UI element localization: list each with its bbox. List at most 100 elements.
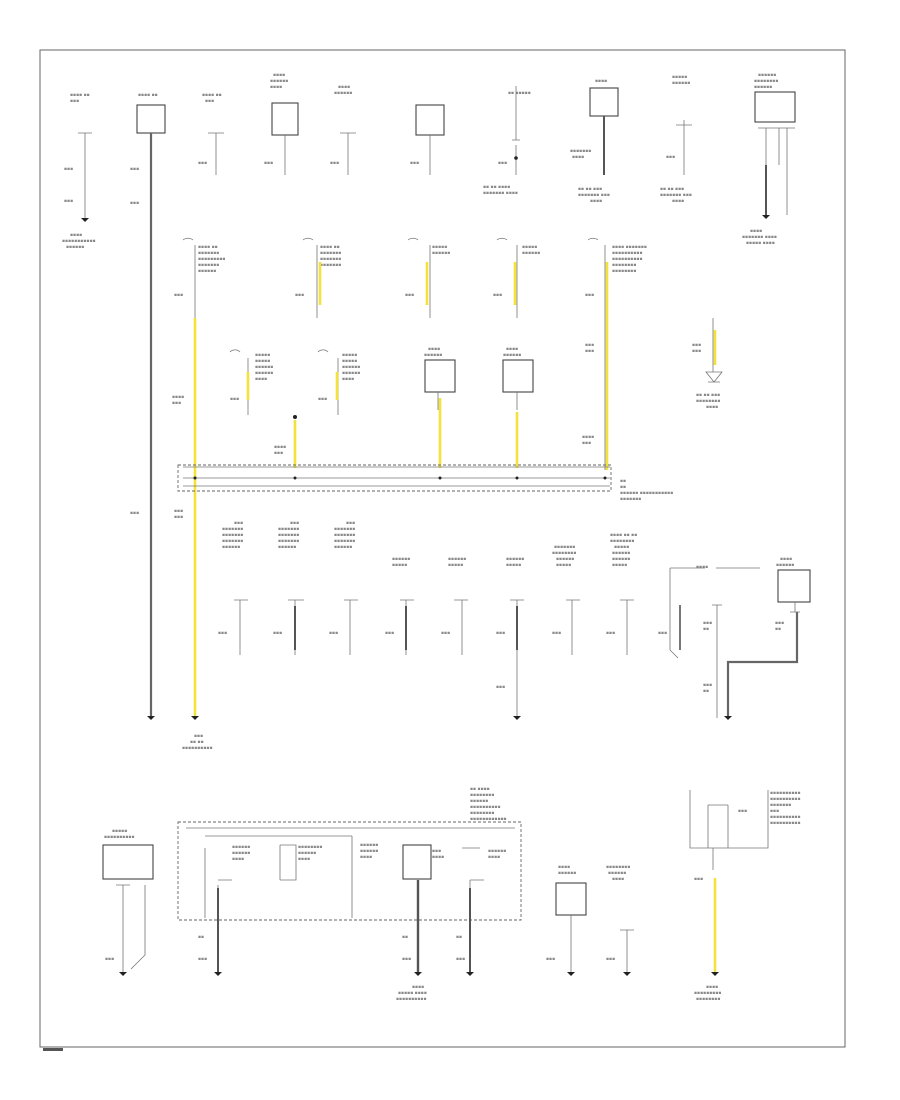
svg-text:▪▪▪▪: ▪▪▪▪ [706,985,718,990]
svg-text:▪▪▪: ▪▪▪ [546,957,555,962]
svg-text:▪▪▪: ▪▪▪ [290,521,299,526]
svg-text:▪▪▪▪ ▪▪▪▪▪▪▪: ▪▪▪▪ ▪▪▪▪▪▪▪ [612,245,647,250]
svg-text:▪▪▪▪▪▪▪▪▪▪: ▪▪▪▪▪▪▪▪▪▪ [612,251,643,256]
svg-text:▪▪▪▪▪▪▪: ▪▪▪▪▪▪▪ [554,545,575,550]
svg-text:▪▪▪▪▪▪▪ ▪▪▪▪: ▪▪▪▪▪▪▪ ▪▪▪▪ [483,191,518,196]
svg-text:▪▪▪▪▪▪▪▪: ▪▪▪▪▪▪▪▪ [696,399,720,404]
svg-text:▪▪ ▪▪ ▪▪▪: ▪▪ ▪▪ ▪▪▪ [578,187,602,192]
svg-text:▪▪▪: ▪▪▪ [703,621,712,626]
diagram-frame [39,49,846,1048]
svg-text:▪▪▪▪: ▪▪▪▪ [428,347,440,352]
row-1-components: ▪▪▪▪ ▪▪▪▪▪ ▪▪▪▪ ▪▪ ▪▪▪▪ ▪▪▪▪▪ ▪▪▪▪▪▪▪▪▪▪… [62,73,796,718]
svg-text:▪▪▪▪▪▪▪▪▪: ▪▪▪▪▪▪▪▪▪ [694,991,721,996]
svg-text:▪▪▪▪▪▪: ▪▪▪▪▪▪ [758,73,776,78]
svg-text:▪▪▪▪▪▪▪▪: ▪▪▪▪▪▪▪▪ [610,539,634,544]
svg-text:▪▪▪▪▪▪▪: ▪▪▪▪▪▪▪ [620,497,641,502]
svg-text:▪▪▪▪▪▪▪▪: ▪▪▪▪▪▪▪▪ [298,845,322,850]
svg-text:▪▪▪: ▪▪▪ [606,957,615,962]
svg-text:▪▪▪▪▪▪: ▪▪▪▪▪▪ [424,353,442,358]
svg-text:▪▪▪▪▪▪: ▪▪▪▪▪▪ [558,871,576,876]
svg-text:▪▪▪: ▪▪▪ [405,293,414,298]
svg-text:▪▪▪: ▪▪▪ [64,199,73,204]
svg-text:▪▪▪▪▪▪▪: ▪▪▪▪▪▪▪ [320,251,341,256]
svg-text:▪▪▪▪▪▪: ▪▪▪▪▪▪ [270,79,288,84]
svg-text:▪▪▪: ▪▪▪ [385,631,394,636]
svg-text:▪▪▪▪: ▪▪▪▪ [274,445,286,450]
svg-text:▪▪▪▪: ▪▪▪▪ [172,395,184,400]
svg-text:▪▪▪▪▪▪: ▪▪▪▪▪▪ [448,557,466,562]
svg-text:▪▪▪▪▪▪: ▪▪▪▪▪▪ [432,251,450,256]
svg-text:▪▪▪: ▪▪▪ [264,161,273,166]
svg-text:▪▪▪▪▪▪: ▪▪▪▪▪▪ [342,365,360,370]
svg-text:▪▪▪▪▪▪: ▪▪▪▪▪▪ [222,545,240,550]
svg-text:▪▪ ▪▪: ▪▪ ▪▪ [190,740,204,745]
svg-text:▪▪: ▪▪ [620,479,626,484]
svg-text:▪▪▪▪ ▪▪: ▪▪▪▪ ▪▪ [70,93,90,98]
svg-text:▪▪▪: ▪▪▪ [130,511,139,516]
svg-text:▪▪▪▪▪▪▪▪: ▪▪▪▪▪▪▪▪ [612,269,636,274]
svg-text:▪▪▪: ▪▪▪ [234,521,243,526]
svg-text:▪▪▪: ▪▪▪ [770,809,779,814]
svg-text:▪▪▪▪▪▪: ▪▪▪▪▪▪ [506,557,524,562]
svg-text:▪▪▪▪▪▪: ▪▪▪▪▪▪ [672,81,690,86]
svg-text:▪▪▪▪▪▪: ▪▪▪▪▪▪ [503,353,521,358]
svg-text:▪▪ ▪▪ ▪▪▪: ▪▪ ▪▪ ▪▪▪ [660,187,684,192]
svg-text:▪▪▪: ▪▪▪ [775,621,784,626]
svg-text:▪▪▪: ▪▪▪ [552,631,561,636]
svg-text:▪▪▪▪: ▪▪▪▪ [780,557,792,562]
svg-text:▪▪▪▪▪▪▪: ▪▪▪▪▪▪▪ [570,149,591,154]
svg-text:▪▪: ▪▪ [456,935,462,940]
svg-text:▪▪▪▪▪▪: ▪▪▪▪▪▪ [612,551,630,556]
svg-text:▪▪▪▪▪: ▪▪▪▪▪ [342,353,357,358]
svg-text:▪▪▪: ▪▪▪ [174,515,183,520]
svg-text:▪▪▪▪▪▪: ▪▪▪▪▪▪ [278,545,296,550]
svg-text:▪▪ ▪▪▪▪▪: ▪▪ ▪▪▪▪▪ [508,91,531,96]
svg-text:▪▪▪▪: ▪▪▪▪ [506,347,518,352]
svg-text:▪▪▪▪▪▪▪: ▪▪▪▪▪▪▪ [278,533,299,538]
svg-text:▪▪▪: ▪▪▪ [410,161,419,166]
svg-text:▪▪▪▪▪: ▪▪▪▪▪ [255,359,270,364]
ground-points-mid: ▪▪▪▪▪ ▪▪▪▪▪▪▪▪▪▪▪▪ [147,716,732,751]
svg-text:▪▪▪▪▪: ▪▪▪▪▪ [522,245,537,250]
svg-text:▪▪▪▪: ▪▪▪▪ [270,85,282,90]
svg-text:▪▪▪▪▪▪: ▪▪▪▪▪▪ [612,557,630,562]
svg-text:▪▪▪▪: ▪▪▪▪ [255,377,267,382]
svg-text:▪▪▪▪: ▪▪▪▪ [360,855,372,860]
svg-text:▪▪▪▪▪: ▪▪▪▪▪ [612,563,627,568]
svg-text:▪▪▪: ▪▪▪ [198,161,207,166]
svg-text:▪▪▪▪▪▪▪▪▪▪▪: ▪▪▪▪▪▪▪▪▪▪▪ [62,239,96,244]
svg-text:▪▪▪▪▪: ▪▪▪▪▪ [556,563,571,568]
svg-text:▪▪▪▪▪▪▪▪▪▪: ▪▪▪▪▪▪▪▪▪▪ [770,815,801,820]
svg-text:▪▪▪▪▪: ▪▪▪▪▪ [448,563,463,568]
svg-text:▪▪▪▪▪▪▪▪: ▪▪▪▪▪▪▪▪ [754,79,778,84]
svg-text:▪▪▪: ▪▪▪ [694,877,703,882]
svg-text:▪▪▪▪▪▪▪: ▪▪▪▪▪▪▪ [222,539,243,544]
svg-text:▪▪▪▪▪▪: ▪▪▪▪▪▪ [522,251,540,256]
svg-text:▪▪▪▪▪▪▪▪▪: ▪▪▪▪▪▪▪▪▪ [198,257,225,262]
svg-text:▪▪▪: ▪▪▪ [585,293,594,298]
svg-text:▪▪▪▪▪▪▪: ▪▪▪▪▪▪▪ [198,263,219,268]
svg-text:▪▪▪▪▪▪: ▪▪▪▪▪▪ [556,557,574,562]
svg-text:▪▪▪: ▪▪▪ [174,509,183,514]
svg-text:▪▪▪: ▪▪▪ [456,957,465,962]
svg-text:▪▪▪▪: ▪▪▪▪ [582,435,594,440]
svg-text:▪▪▪▪▪▪: ▪▪▪▪▪▪ [488,849,506,854]
bottom-section: ▪▪▪▪▪▪▪▪▪▪▪▪▪▪▪ ▪▪ ▪▪▪▪▪▪▪▪▪▪▪▪▪▪▪▪▪▪▪▪▪… [102,787,801,1002]
svg-text:▪▪▪▪▪▪▪▪▪▪▪▪: ▪▪▪▪▪▪▪▪▪▪▪▪ [470,817,507,822]
svg-text:▪▪▪: ▪▪▪ [218,631,227,636]
svg-text:▪▪▪: ▪▪▪ [130,167,139,172]
svg-text:▪▪▪▪▪▪: ▪▪▪▪▪▪ [470,799,488,804]
svg-text:▪▪▪: ▪▪▪ [582,441,591,446]
svg-text:▪▪▪▪▪▪▪ ▪▪▪: ▪▪▪▪▪▪▪ ▪▪▪ [660,193,692,198]
svg-text:▪▪▪: ▪▪▪ [496,631,505,636]
svg-text:▪▪▪▪: ▪▪▪▪ [590,199,602,204]
svg-text:▪▪▪: ▪▪▪ [703,683,712,688]
svg-text:▪▪: ▪▪ [775,627,781,632]
svg-text:▪▪▪▪ ▪▪: ▪▪▪▪ ▪▪ [320,245,340,250]
svg-text:▪▪▪▪▪▪▪: ▪▪▪▪▪▪▪ [770,803,791,808]
svg-text:▪▪▪▪▪▪: ▪▪▪▪▪▪ [334,91,352,96]
svg-text:▪▪▪▪▪: ▪▪▪▪▪ [614,545,629,550]
svg-text:▪▪▪: ▪▪▪ [329,631,338,636]
svg-text:▪▪▪▪: ▪▪▪▪ [572,155,584,160]
